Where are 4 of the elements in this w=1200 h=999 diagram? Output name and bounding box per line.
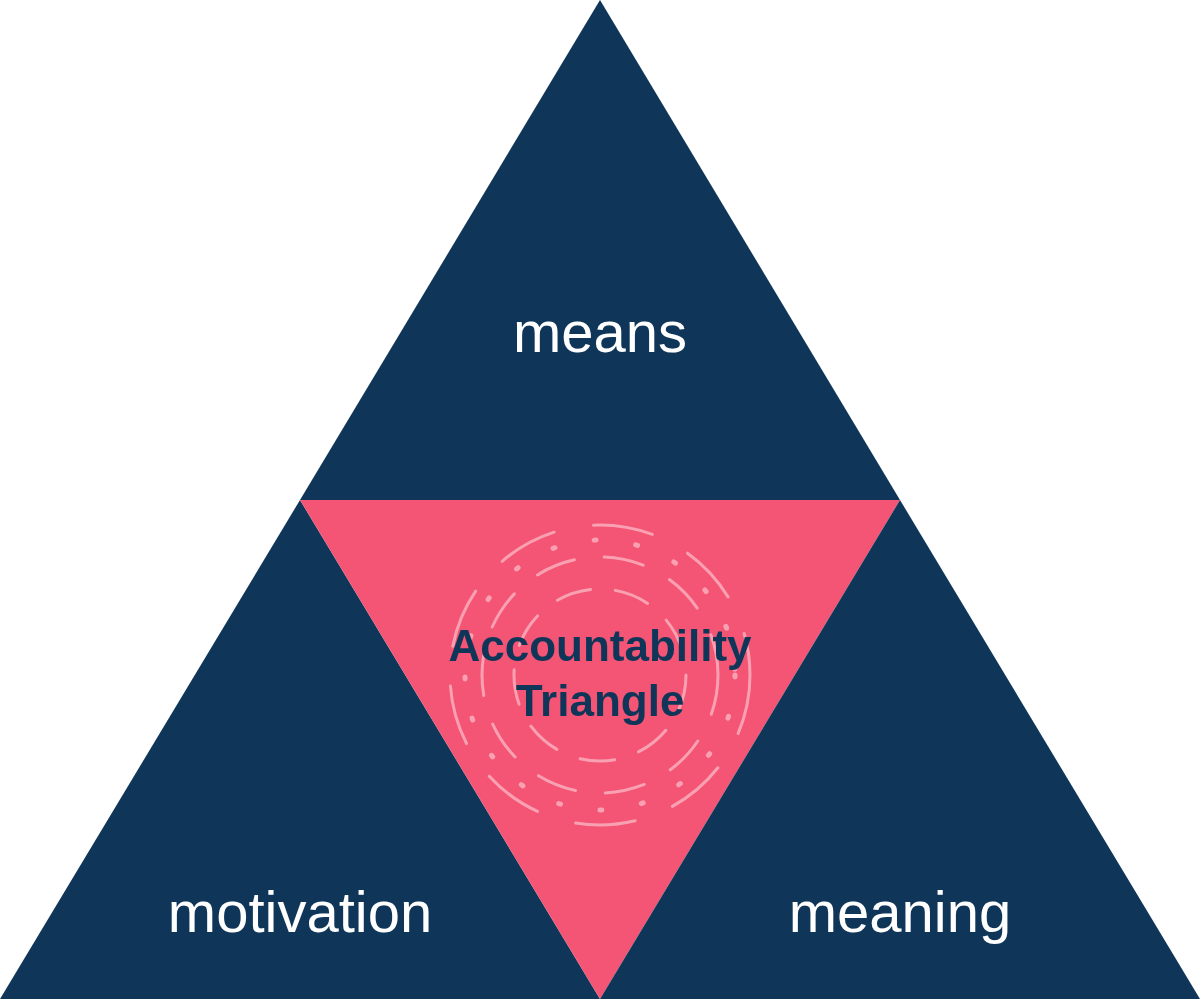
segment-label: meaning bbox=[788, 880, 1012, 944]
segment-label: means bbox=[512, 300, 688, 364]
segment-label: motivation bbox=[167, 880, 433, 944]
title-text: Accountability Triangle bbox=[447, 620, 753, 727]
